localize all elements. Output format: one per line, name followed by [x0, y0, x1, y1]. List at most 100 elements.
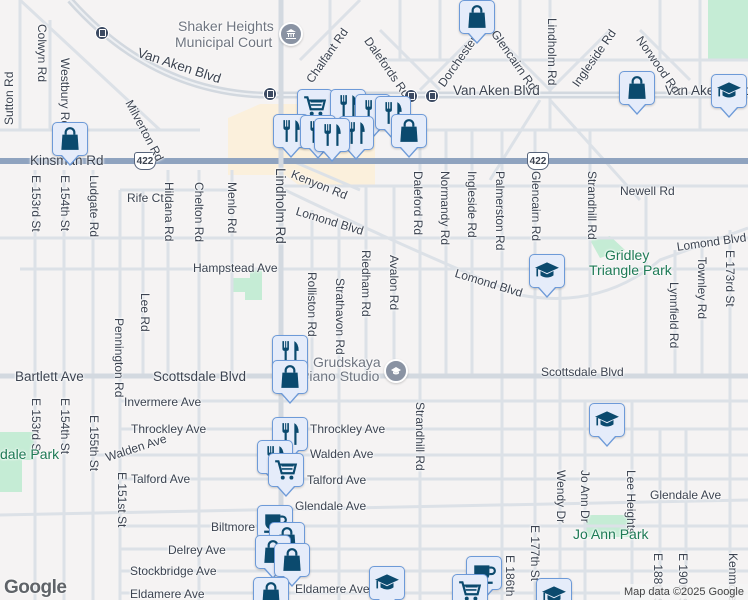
shopping-cart-icon [302, 93, 328, 119]
poi-label-grudskaya-piano-studio[interactable]: Grudskaya [313, 354, 381, 370]
school-icon [594, 407, 620, 433]
street-label-e-153rd-st: E 154th St [58, 398, 72, 455]
street-label-throckley-ave: Throckley Ave [310, 422, 386, 436]
street-label-winchell-rd: Lynnfield Rd [667, 282, 681, 349]
street-label-walden-ave: Walden Ave [310, 447, 374, 461]
street-label-pennington-rd: Lee Rd [138, 293, 152, 332]
street-label-riedham-rd: Avalon Rd [387, 255, 401, 311]
shopping-bag-icon [464, 4, 490, 30]
shopping-bag-icon [396, 118, 422, 144]
park-label-jo-ann-park[interactable]: Jo Ann Park [573, 526, 649, 542]
park-label-gridley-triangle-park[interactable]: Triangle Park [589, 262, 672, 278]
school-marker[interactable] [589, 403, 625, 447]
street-label-eldamere-ave: Eldamere Ave [130, 587, 205, 600]
restaurant-icon [319, 122, 345, 148]
street-label-daleford-rd: Normandy Rd [438, 171, 452, 246]
street-label-townley-rd: E 173rd St [723, 250, 737, 307]
shopping-bag-marker[interactable] [253, 577, 289, 600]
street-label-hampstead-ave: Hampstead Ave [193, 261, 278, 275]
street-label-e-151st-st: E 153rd St [29, 175, 43, 232]
street-label-van-aken-blvd: Van Aken Blvd [453, 83, 540, 98]
street-label-throckley-ave: Throckley Ave [131, 422, 207, 436]
street-label-bartlett-ave: Bartlett Ave [15, 369, 84, 384]
shopping-cart-marker[interactable] [452, 574, 488, 600]
street-label-ingleside-rd: Palmerston Rd [493, 171, 507, 251]
street-label-kenmore-rd: Lindholm Rd [545, 18, 559, 86]
school-icon [541, 582, 567, 600]
street-label-invermere-ave: Invermere Ave [124, 395, 202, 409]
school-icon [534, 258, 560, 284]
street-label-strathavon-rd: Riedham Rd [359, 250, 373, 317]
street-label-rolliston-rd: Strathavon Rd [333, 278, 347, 355]
restaurant-icon [343, 120, 369, 146]
street-label-lee-heights: E 177th St [528, 525, 542, 582]
map-attribution[interactable]: Map data ©2025 Google [619, 584, 748, 600]
restaurant-icon [277, 339, 303, 365]
school-marker[interactable] [711, 74, 747, 118]
restaurant-marker[interactable] [314, 118, 350, 162]
us-422-shield: 422 [527, 152, 549, 170]
street-label-lee-rd: Lindholm Rd [273, 168, 288, 244]
shopping-bag-icon [258, 581, 284, 600]
restaurant-icon [277, 421, 303, 447]
shopping-bag-marker[interactable] [52, 122, 88, 166]
school-marker[interactable] [536, 578, 572, 600]
street-label-e-177th-st: E 186th St [503, 555, 517, 600]
street-label-palmerston-rd: Glencairn Rd [529, 171, 543, 242]
street-label-wendy-dr: Jo Ann Dr [578, 470, 592, 523]
us-422-shield: 422 [134, 152, 156, 170]
shopping-bag-icon [279, 547, 305, 573]
school-marker[interactable] [529, 254, 565, 298]
street-label-e-153rd-st: E 154th St [58, 175, 72, 232]
poi-label-shaker-heights-municipal-court[interactable]: Shaker Heights [178, 18, 274, 34]
street-label-glendale-ave: Glendale Ave [650, 488, 722, 502]
shopping-bag-marker[interactable] [274, 543, 310, 587]
street-label-hildana-rd: Chelton Rd [192, 182, 206, 243]
google-logo: Google [4, 577, 67, 598]
street-label-newell-rd: Newell Rd [620, 184, 675, 198]
shopping-cart-icon [273, 457, 299, 483]
park-label-dale-park[interactable]: dale Park [0, 446, 60, 462]
street-label-glendale-ave: Glendale Ave [295, 499, 367, 513]
park-label-gridley-triangle-park[interactable]: Gridley [605, 247, 650, 263]
street-label-chelton-rd: Menlo Rd [225, 182, 239, 234]
shopping-bag-marker[interactable] [272, 360, 308, 404]
shopping-bag-marker[interactable] [619, 71, 655, 115]
shopping-bag-marker[interactable] [459, 0, 495, 44]
school-marker[interactable] [369, 566, 405, 600]
street-label-rife-ct: Rife Ct [127, 191, 164, 205]
shopping-cart-icon [457, 578, 483, 600]
shopping-bag-marker[interactable] [391, 114, 427, 158]
street-label-e-154th-st: Ludgate Rd [87, 175, 101, 238]
street-label-biltmore: Biltmore [211, 520, 256, 534]
street-label-jo-ann-dr: Lee Heights [624, 470, 638, 535]
poi-label-shaker-heights-municipal-court[interactable]: Municipal Court [175, 34, 273, 50]
street-label-colwyn-rd: Colwyn Rd [35, 24, 49, 83]
shopping-cart-marker[interactable] [268, 453, 304, 497]
shopping-bag-icon [277, 364, 303, 390]
shopping-bag-icon [624, 75, 650, 101]
school-icon [374, 570, 400, 596]
transit-station-icon[interactable] [425, 89, 439, 103]
street-label-e-155th-st: E 151st St [115, 472, 129, 528]
transit-station-icon[interactable] [263, 87, 277, 101]
street-label-e-154th-st: E 155th St [87, 415, 101, 472]
street-label-scottsdale-blvd: Scottsdale Blvd [153, 369, 247, 384]
street-label-westbury-rd: Westbury Rd [58, 58, 72, 128]
street-label-ludgate-rd: Hildana Rd [162, 182, 176, 242]
poi-label-grudskaya-piano-studio[interactable]: Piano Studio [300, 368, 380, 384]
school-icon [716, 78, 742, 104]
street-label-stockbridge-ave: Stockbridge Ave [130, 564, 217, 578]
street-label-scottsdale-blvd: Scottsdale Blvd [541, 365, 624, 379]
street-label-glencairn-rd: Strandhill Rd [585, 171, 599, 240]
street-label-talford-ave: Talford Ave [131, 472, 191, 486]
street-label-sutton-rd: Sutton Rd [2, 71, 16, 125]
street-label-eldamere-ave: Eldamere Ave [295, 582, 370, 596]
transit-station-icon[interactable] [95, 26, 109, 40]
courthouse-icon[interactable] [279, 22, 303, 46]
street-label-talford-ave: Talford Ave [307, 473, 367, 487]
school-icon[interactable] [384, 359, 408, 383]
street-label-strandhill-rd: Wendy Dr [554, 470, 568, 524]
